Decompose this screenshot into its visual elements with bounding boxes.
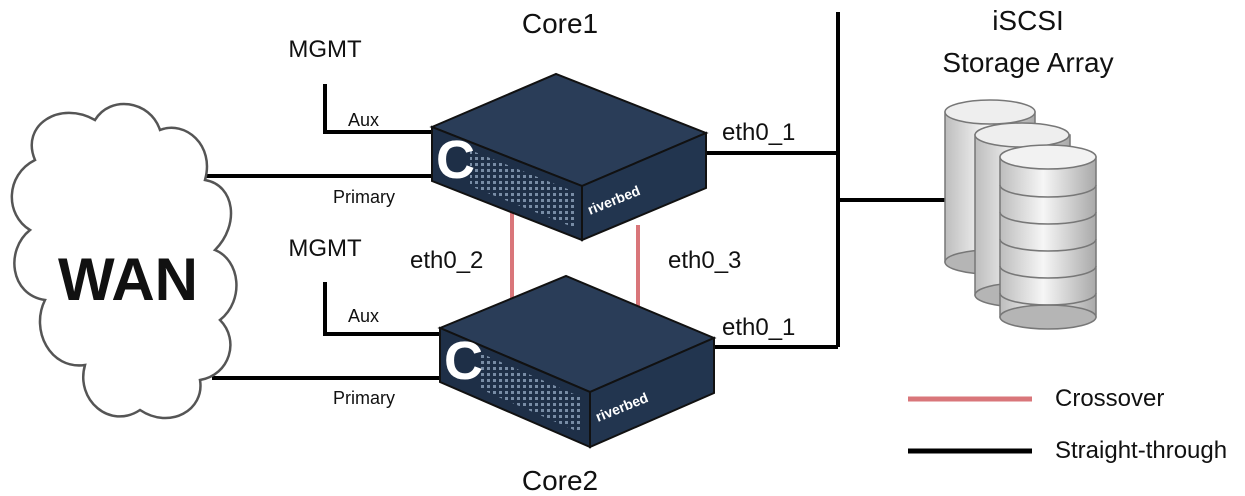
storage-array-icon [944,99,1097,330]
core2-logo: C [444,331,483,391]
storage-title-line1: iSCSI [992,5,1064,36]
aux-cable-core1 [323,84,432,134]
wan-cloud-icon: WAN [10,102,238,420]
core1-appliance-icon: C riverbed [429,72,709,242]
aux-top-label: Aux [348,110,379,130]
aux-bottom-label: Aux [348,306,379,326]
core1-title: Core1 [522,8,598,39]
core2-title: Core2 [522,465,598,496]
eth0-1-bottom-label: eth0_1 [722,314,795,341]
mgmt-bottom-label: MGMT [288,235,362,262]
mgmt-top-label: MGMT [288,36,362,63]
crossover-cables [510,205,640,312]
primary-bottom-label: Primary [333,388,395,408]
aux-cable-core2 [323,282,440,336]
core1-logo: C [436,130,475,190]
straight-cables [200,12,968,380]
storage-cylinder-front [999,144,1097,330]
legend-crossover-label: Crossover [1055,385,1164,412]
storage-title-line2: Storage Array [942,47,1113,78]
primary-top-label: Primary [333,187,395,207]
eth0-3-label: eth0_3 [668,247,741,274]
wan-label: WAN [58,246,198,313]
core2-appliance-icon: C riverbed [437,274,717,449]
legend: Crossover Straight-through [908,385,1227,464]
eth0-1-top-label: eth0_1 [722,119,795,146]
eth0-2-label: eth0_2 [410,247,483,274]
legend-straight-label: Straight-through [1055,437,1227,464]
